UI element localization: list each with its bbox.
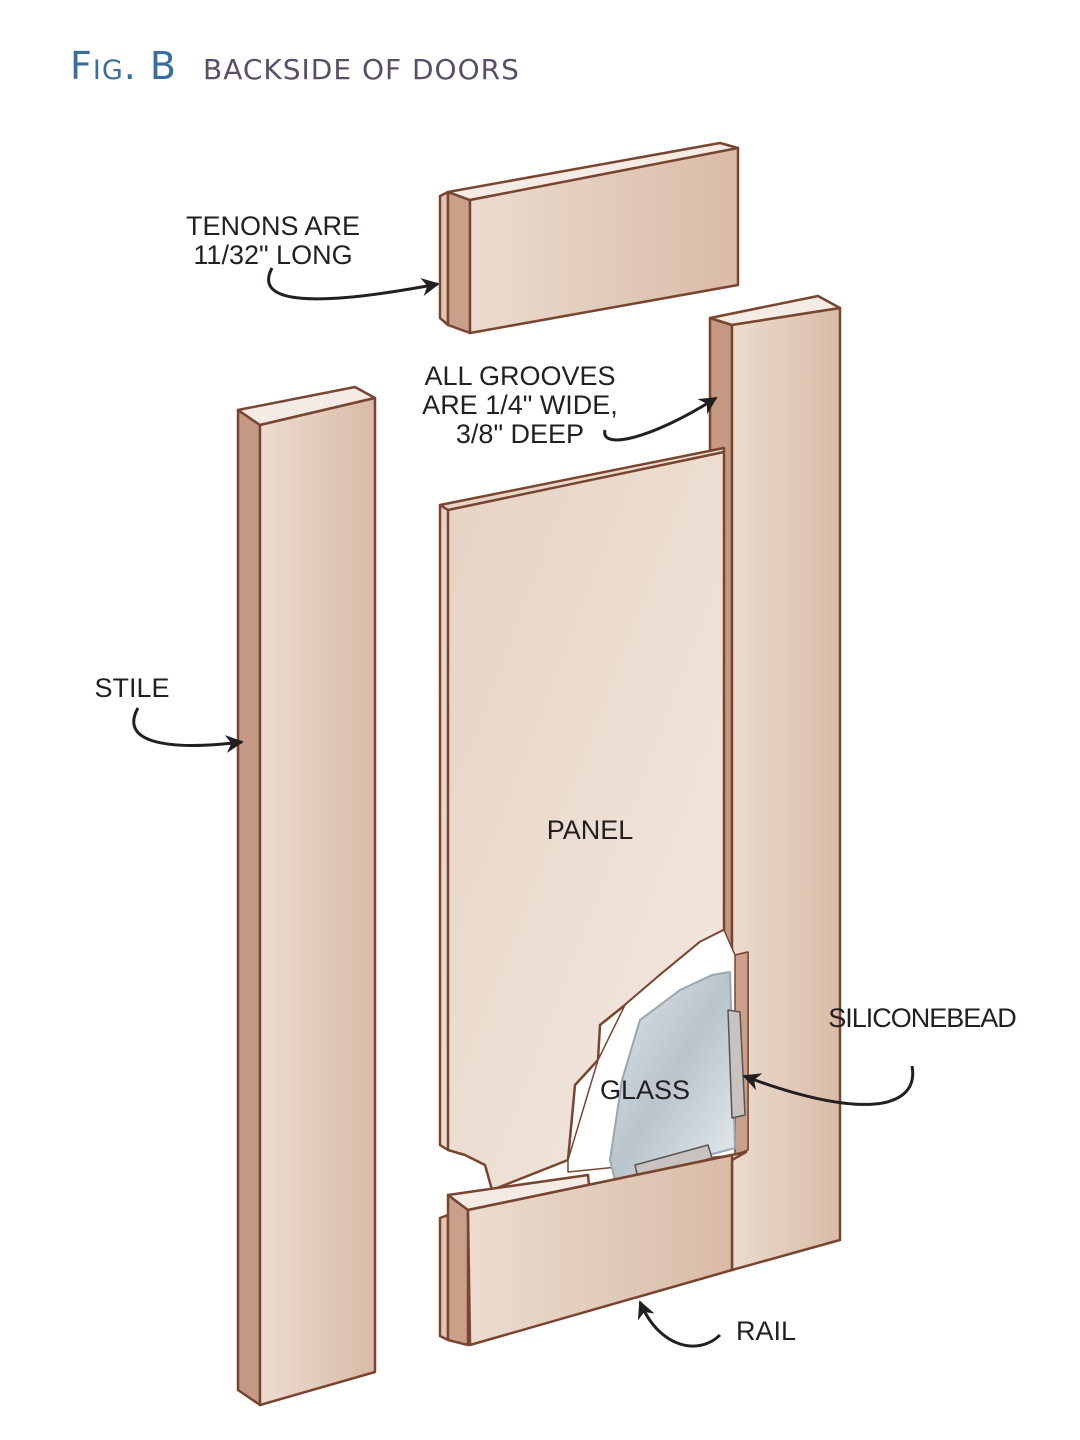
left-stile <box>236 385 377 1407</box>
stile-label: STILE <box>94 673 170 703</box>
figure-number: Fig. B <box>70 44 177 88</box>
bottom-rail <box>438 1150 748 1347</box>
grooves-label-line3: 3/8" DEEP <box>455 419 585 449</box>
panel-label: PANEL <box>546 815 634 845</box>
tenons-label-line1: TENONS ARE <box>185 211 361 241</box>
leader-arrows <box>132 267 915 1348</box>
figure-title: Fig. B BACKSIDE OF DOORS <box>70 44 520 88</box>
silicone-bead-label: SILICONEBEAD <box>828 1003 1017 1033</box>
stile-arrow <box>132 707 244 753</box>
figure-caption: BACKSIDE OF DOORS <box>202 53 520 86</box>
glass <box>609 971 746 1181</box>
tenons-label-line2: 11/32" LONG <box>193 240 353 270</box>
silicone-arrow <box>742 1065 915 1106</box>
grooves-label-line2: ARE 1/4" WIDE, <box>422 390 618 420</box>
top-rail <box>438 141 740 335</box>
rail-arrow <box>637 1300 722 1348</box>
glass-label: GLASS <box>599 1075 691 1105</box>
silicone-bead-vertical <box>727 1009 746 1119</box>
tenons-arrow <box>267 267 440 301</box>
grooves-arrow <box>603 396 718 442</box>
rail-label: RAIL <box>735 1316 797 1346</box>
grooves-label-line1: ALL GROOVES <box>424 361 616 391</box>
